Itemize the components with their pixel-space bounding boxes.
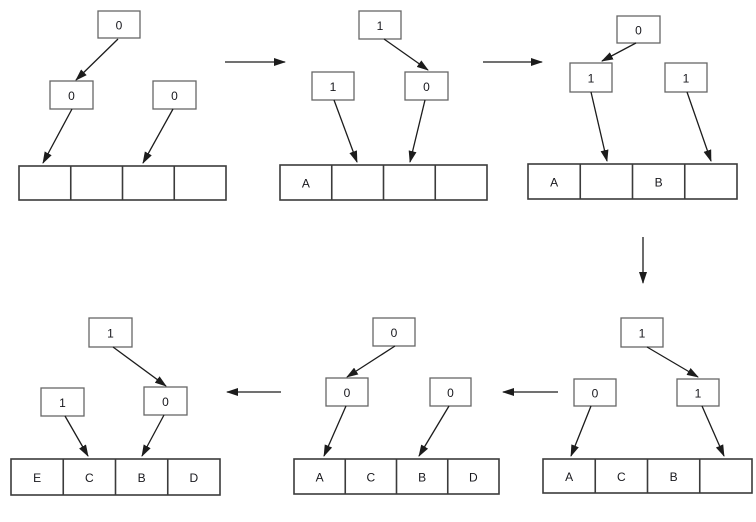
stage-3-array-cell-2: B bbox=[655, 176, 663, 190]
stage-4-pointer-box-top bbox=[620, 317, 664, 348]
stage-1-pointer-label-left: 0 bbox=[68, 89, 75, 103]
stage-4-pointer-arrow-2 bbox=[701, 405, 725, 457]
stage-5-array-cell-2: B bbox=[418, 471, 426, 485]
stage-3-array-cell-0: A bbox=[550, 176, 558, 190]
stage-6-array-cell-2: B bbox=[138, 471, 146, 485]
stage-1-pointer-box-top bbox=[97, 10, 141, 39]
stage-3-pointer-label-top: 0 bbox=[635, 24, 642, 38]
stage-2-array-cell-0: A bbox=[302, 177, 310, 191]
stage-4-array-cell-2: B bbox=[670, 470, 678, 484]
stage-3-pointer-label-left: 1 bbox=[588, 72, 595, 86]
stage-1-pointer-arrow-2 bbox=[142, 108, 174, 164]
stage-2-pointer-arrow-0 bbox=[383, 38, 429, 71]
stage-3-pointer-box-top bbox=[616, 15, 661, 44]
stage-2-pointer-arrow-1 bbox=[333, 99, 358, 163]
stage-5-pointer-label-top: 0 bbox=[391, 326, 398, 340]
stage-4-pointer-arrow-0 bbox=[646, 346, 699, 378]
stage-6-array-cell-3: D bbox=[190, 471, 199, 485]
stage-2-pointer-label-left: 1 bbox=[330, 80, 337, 94]
stage-2-pointer-box-left bbox=[311, 71, 355, 101]
stage-1: 0 0 0 bbox=[18, 10, 227, 201]
stage-1-pointer-box-right bbox=[152, 80, 197, 110]
stage-6-pointer-box-top bbox=[88, 317, 133, 348]
stage-6-pointer-label-right: 0 bbox=[162, 395, 169, 409]
stage-4-pointer-box-left bbox=[573, 378, 617, 407]
stage-5-pointer-box-top bbox=[372, 317, 416, 347]
stage-1-pointer-label-top: 0 bbox=[116, 19, 123, 33]
stage-6-pointer-label-left: 1 bbox=[59, 396, 66, 410]
stage-3-pointer-arrow-1 bbox=[590, 91, 609, 162]
stage-5: 0 0 0A C B D bbox=[293, 317, 500, 495]
stage-5-pointer-arrow-0 bbox=[346, 345, 396, 378]
stage-6-pointer-box-left bbox=[40, 387, 85, 417]
stage-3-pointer-arrow-0 bbox=[601, 42, 637, 62]
stage-4: 1 0 1A C B bbox=[542, 317, 753, 494]
stage-4-array-cell-0: A bbox=[565, 470, 573, 484]
stage-6-array-cell-0: E bbox=[33, 471, 41, 485]
stage-5-pointer-label-left: 0 bbox=[344, 386, 351, 400]
stage-2-pointer-label-top: 1 bbox=[377, 19, 384, 33]
stage-3-pointer-arrow-2 bbox=[686, 91, 712, 162]
stage-6-pointer-label-top: 1 bbox=[107, 327, 114, 341]
stage-2-pointer-box-top bbox=[358, 10, 402, 40]
stage-6: 1 1 0E C B D bbox=[10, 317, 221, 496]
stage-4-pointer-box-right bbox=[676, 378, 720, 407]
stage-5-array-cell-1: C bbox=[367, 471, 376, 485]
stage-5-pointer-arrow-1 bbox=[323, 405, 347, 457]
stage-6-array-cell-1: C bbox=[85, 471, 94, 485]
stage-1-pointer-label-right: 0 bbox=[171, 89, 178, 103]
stage-2-pointer-label-right: 0 bbox=[423, 80, 430, 94]
stage-5-array-cell-0: A bbox=[316, 471, 324, 485]
stage-1-pointer-arrow-1 bbox=[42, 108, 73, 164]
stage-3-pointer-box-left bbox=[569, 62, 613, 93]
stage-5-pointer-arrow-2 bbox=[418, 405, 450, 457]
stage-3: 0 1 1A B bbox=[527, 15, 738, 200]
stage-5-pointer-label-right: 0 bbox=[447, 386, 454, 400]
stage-4-pointer-label-top: 1 bbox=[639, 327, 646, 341]
stage-3-pointer-label-right: 1 bbox=[683, 72, 690, 86]
stage-4-pointer-label-right: 1 bbox=[695, 387, 702, 401]
stage-3-pointer-box-right bbox=[664, 62, 708, 93]
stage-2: 1 1 0A bbox=[279, 10, 488, 201]
stage-4-array-cell-1: C bbox=[617, 470, 626, 484]
stage-1-pointer-arrow-0 bbox=[75, 38, 119, 81]
stage-4-pointer-arrow-1 bbox=[570, 405, 592, 457]
stage-6-pointer-arrow-0 bbox=[112, 346, 167, 387]
stage-5-pointer-box-right bbox=[429, 377, 472, 407]
stage-4-pointer-label-left: 0 bbox=[592, 387, 599, 401]
stage-2-pointer-box-right bbox=[404, 71, 449, 101]
stage-5-pointer-box-left bbox=[325, 377, 369, 407]
stage-5-array-cell-3: D bbox=[469, 471, 478, 485]
stage-6-pointer-arrow-1 bbox=[64, 415, 89, 457]
stage-6-pointer-arrow-2 bbox=[141, 414, 165, 457]
stage-2-pointer-arrow-2 bbox=[408, 99, 426, 163]
stage-6-pointer-box-right bbox=[143, 386, 188, 416]
